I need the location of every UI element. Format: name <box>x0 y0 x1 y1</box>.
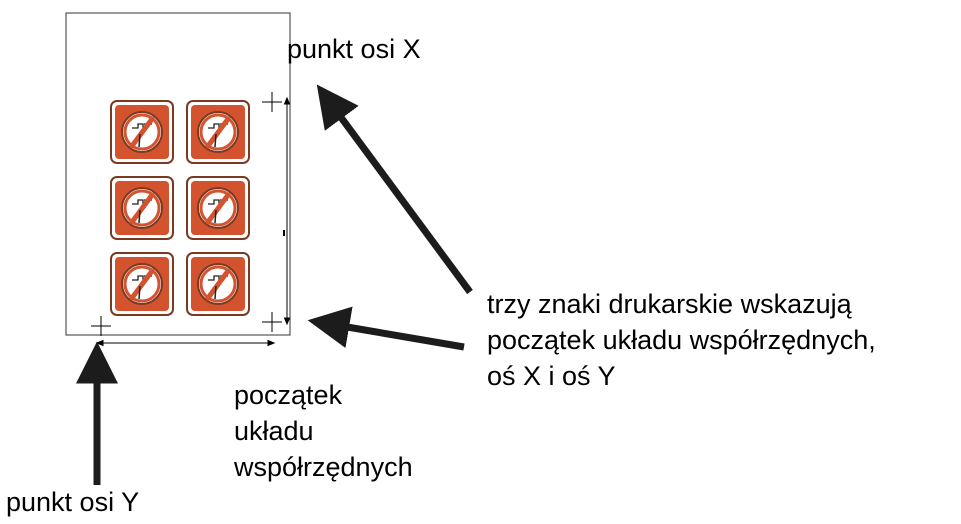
arrow-to-x-axis-point <box>316 84 473 295</box>
sign-tile <box>186 100 250 164</box>
registration-mark-bottom-right <box>262 312 282 332</box>
sign-tile <box>186 176 250 240</box>
registration-mark-bottom-left <box>91 316 111 336</box>
sign-tile <box>186 252 250 316</box>
sign-tile <box>110 252 174 316</box>
axis-tick <box>283 230 285 236</box>
horizontal-dimension-line <box>95 339 276 347</box>
y-axis-point-label: punkt osi Y <box>6 487 140 517</box>
origin-line-2: układu <box>234 416 314 446</box>
vertical-dimension-line <box>283 96 291 326</box>
origin-note: początek układu współrzędnych <box>234 377 413 485</box>
arrow-to-origin-mark <box>307 306 465 351</box>
sign-tile <box>110 176 174 240</box>
note-line-1: trzy znaki drukarskie wskazują <box>487 289 852 319</box>
origin-line-1: początek <box>234 380 343 410</box>
print-sheet <box>65 12 291 336</box>
note-line-2: początek układu współrzędnych, <box>487 325 876 355</box>
sign-grid <box>110 100 250 316</box>
registration-marks-note: trzy znaki drukarskie wskazują początek … <box>487 286 876 394</box>
note-line-3: oś X i oś Y <box>487 361 616 391</box>
origin-line-3: współrzędnych <box>234 452 413 482</box>
sign-tile <box>110 100 174 164</box>
x-axis-point-label: punkt osi X <box>287 34 421 64</box>
registration-mark-top-right <box>262 92 282 112</box>
